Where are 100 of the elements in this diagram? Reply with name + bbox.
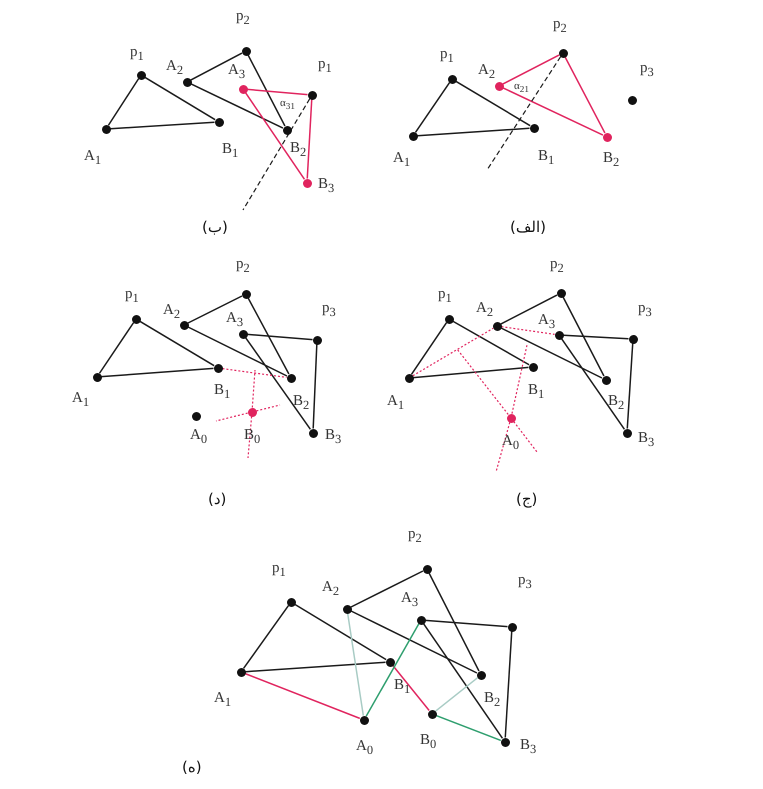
point-label: A$_{2}$ [478, 62, 496, 82]
point-dot [602, 376, 610, 384]
point-dot [554, 330, 564, 340]
dashed-line [247, 416, 252, 458]
point-label: B$_{0}$ [420, 732, 436, 752]
dashed-line [511, 344, 528, 414]
dashed-line [486, 56, 562, 170]
point-dot [528, 362, 538, 372]
point-label: B$_{3}$ [638, 430, 654, 450]
point-dot [180, 320, 188, 330]
point-label: B$_{1}$ [222, 141, 238, 161]
dashed-line [256, 404, 280, 412]
point-dot [628, 96, 636, 104]
line-segment [422, 623, 504, 739]
dashed-line [495, 422, 510, 472]
line-segment [455, 80, 531, 126]
line-segment [350, 570, 424, 608]
point-dot [444, 314, 454, 324]
line-segment [108, 78, 140, 126]
panel-caption: (ه) [182, 758, 202, 776]
line-segment [247, 88, 308, 96]
line-segment [247, 334, 313, 340]
point-label: p$_{1}$ [130, 44, 144, 64]
point-dot [282, 126, 292, 134]
point-dot [492, 322, 502, 330]
point-dot [404, 374, 414, 382]
panel-caption: (الف) [510, 218, 546, 236]
point-label: B$_{3}$ [325, 427, 342, 447]
point-dot [308, 90, 316, 100]
point-dot [242, 290, 250, 298]
line-segment [243, 605, 289, 669]
dashed-line [242, 98, 310, 210]
point-dot [238, 84, 248, 94]
line-segment [247, 54, 286, 126]
point-dot [428, 710, 436, 718]
point-label: p$_{1}$ [125, 286, 139, 306]
line-segment [312, 344, 318, 429]
point-label: A$_{0}$ [190, 427, 208, 447]
point-dot [386, 658, 394, 666]
line-segment [560, 338, 626, 430]
line-segment [417, 128, 530, 136]
point-dot [286, 598, 296, 606]
line-segment [502, 54, 560, 85]
point-dot [312, 336, 322, 344]
line-segment [413, 366, 529, 378]
point-label: B$_{3}$ [318, 176, 334, 196]
line-segment [190, 52, 242, 81]
line-segment [98, 322, 134, 374]
line-segment [306, 99, 312, 179]
line-segment [244, 337, 312, 430]
line-segment [452, 320, 530, 366]
point-label: p$_{1}$ [318, 56, 332, 76]
line-segment [435, 677, 478, 712]
point-label: B$_{1}$ [538, 148, 554, 168]
line-segment [414, 82, 450, 133]
point-label: p$_{3}$ [322, 300, 336, 320]
dashed-line [252, 370, 256, 408]
point-dot [422, 564, 432, 574]
point-dot [214, 364, 222, 372]
point-label: A$_{1}$ [72, 390, 90, 410]
line-segment [425, 620, 508, 628]
dashed-line [501, 326, 555, 335]
point-label: p$_{3}$ [638, 300, 652, 320]
point-label: A$_{3}$ [401, 590, 418, 610]
point-label: A$_{0}$ [502, 433, 520, 453]
point-dot [236, 668, 246, 676]
point-dot [136, 70, 146, 80]
panel-caption: (ج) [516, 490, 538, 508]
dashed-line [412, 328, 494, 376]
line-segment [247, 298, 290, 374]
dashed-line [222, 368, 287, 378]
point-label: p$_{1}$ [438, 286, 452, 306]
point-dot [494, 82, 504, 90]
point-label: A$_{3}$ [228, 62, 246, 82]
point-dot [628, 334, 638, 344]
line-segment [188, 295, 242, 324]
dashed-line [216, 412, 248, 422]
line-segment [101, 368, 214, 378]
point-dot [622, 428, 632, 438]
point-dot [416, 616, 426, 624]
point-label: A$_{1}$ [393, 150, 410, 170]
angle-label: α$_{21}$ [514, 80, 529, 94]
line-segment [244, 672, 360, 720]
point-label: p$_{2}$ [236, 8, 250, 28]
point-label: B$_{2}$ [290, 140, 306, 160]
point-label: p$_{3}$ [518, 572, 532, 592]
point-label: B$_{1}$ [214, 382, 230, 402]
line-segment [350, 610, 478, 674]
point-dot [360, 716, 368, 724]
point-label: A$_{1}$ [214, 690, 232, 710]
point-label: B$_{2}$ [293, 393, 310, 413]
point-label: B$_{1}$ [528, 382, 544, 402]
point-dot [302, 178, 312, 188]
point-label: p$_{2}$ [408, 526, 422, 546]
point-label: A$_{2}$ [476, 300, 494, 320]
line-segment [564, 56, 606, 134]
point-dot [500, 738, 510, 746]
point-dot [92, 372, 102, 382]
point-dot [192, 412, 200, 420]
point-dot [508, 622, 516, 632]
